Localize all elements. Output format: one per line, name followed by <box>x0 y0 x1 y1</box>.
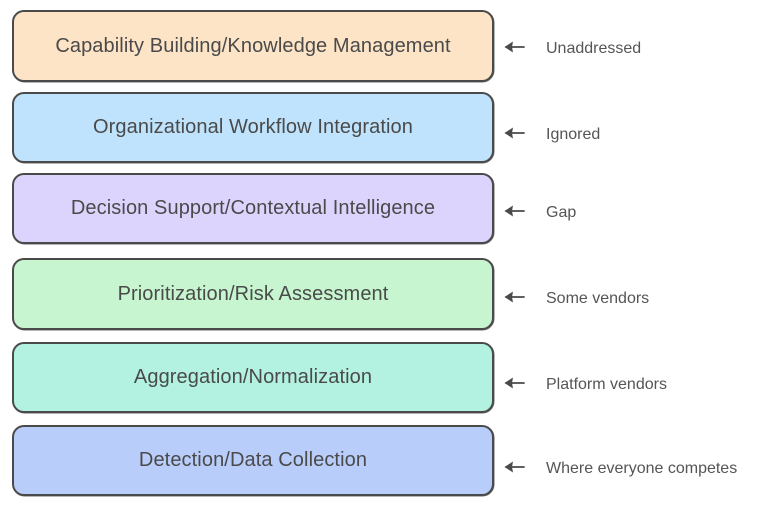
layer-label: Organizational Workflow Integration <box>93 116 413 138</box>
layer-note: Some vendors <box>546 290 650 307</box>
layer-note: Where everyone competes <box>546 460 738 477</box>
layer-note: Unaddressed <box>546 40 642 57</box>
arrow-left-icon <box>504 41 525 53</box>
layer-label: Detection/Data Collection <box>138 449 368 471</box>
arrow-left-icon <box>504 377 525 389</box>
layer-note: Ignored <box>546 126 601 143</box>
layer-box-workflow-integration: Organizational Workflow Integration <box>12 92 494 163</box>
layer-box-capability-building: Capability Building/Knowledge Management <box>12 10 494 82</box>
arrow-left-icon <box>504 291 525 303</box>
layer-note: Gap <box>546 204 577 221</box>
layer-label: Aggregation/Normalization <box>133 366 373 388</box>
layer-box-decision-support: Decision Support/Contextual Intelligence <box>12 173 494 244</box>
layer-box-prioritization: Prioritization/Risk Assessment <box>12 258 494 330</box>
arrow-left-icon <box>504 127 525 139</box>
layer-box-detection: Detection/Data Collection <box>12 425 494 496</box>
layer-label: Capability Building/Knowledge Management <box>55 34 451 57</box>
arrow-left-icon <box>504 205 525 217</box>
layer-note: Platform vendors <box>546 376 667 393</box>
layer-box-aggregation: Aggregation/Normalization <box>12 342 494 413</box>
arrow-left-icon <box>504 461 525 473</box>
layer-label: Prioritization/Risk Assessment <box>117 282 389 305</box>
layer-label: Decision Support/Contextual Intelligence <box>70 197 436 219</box>
